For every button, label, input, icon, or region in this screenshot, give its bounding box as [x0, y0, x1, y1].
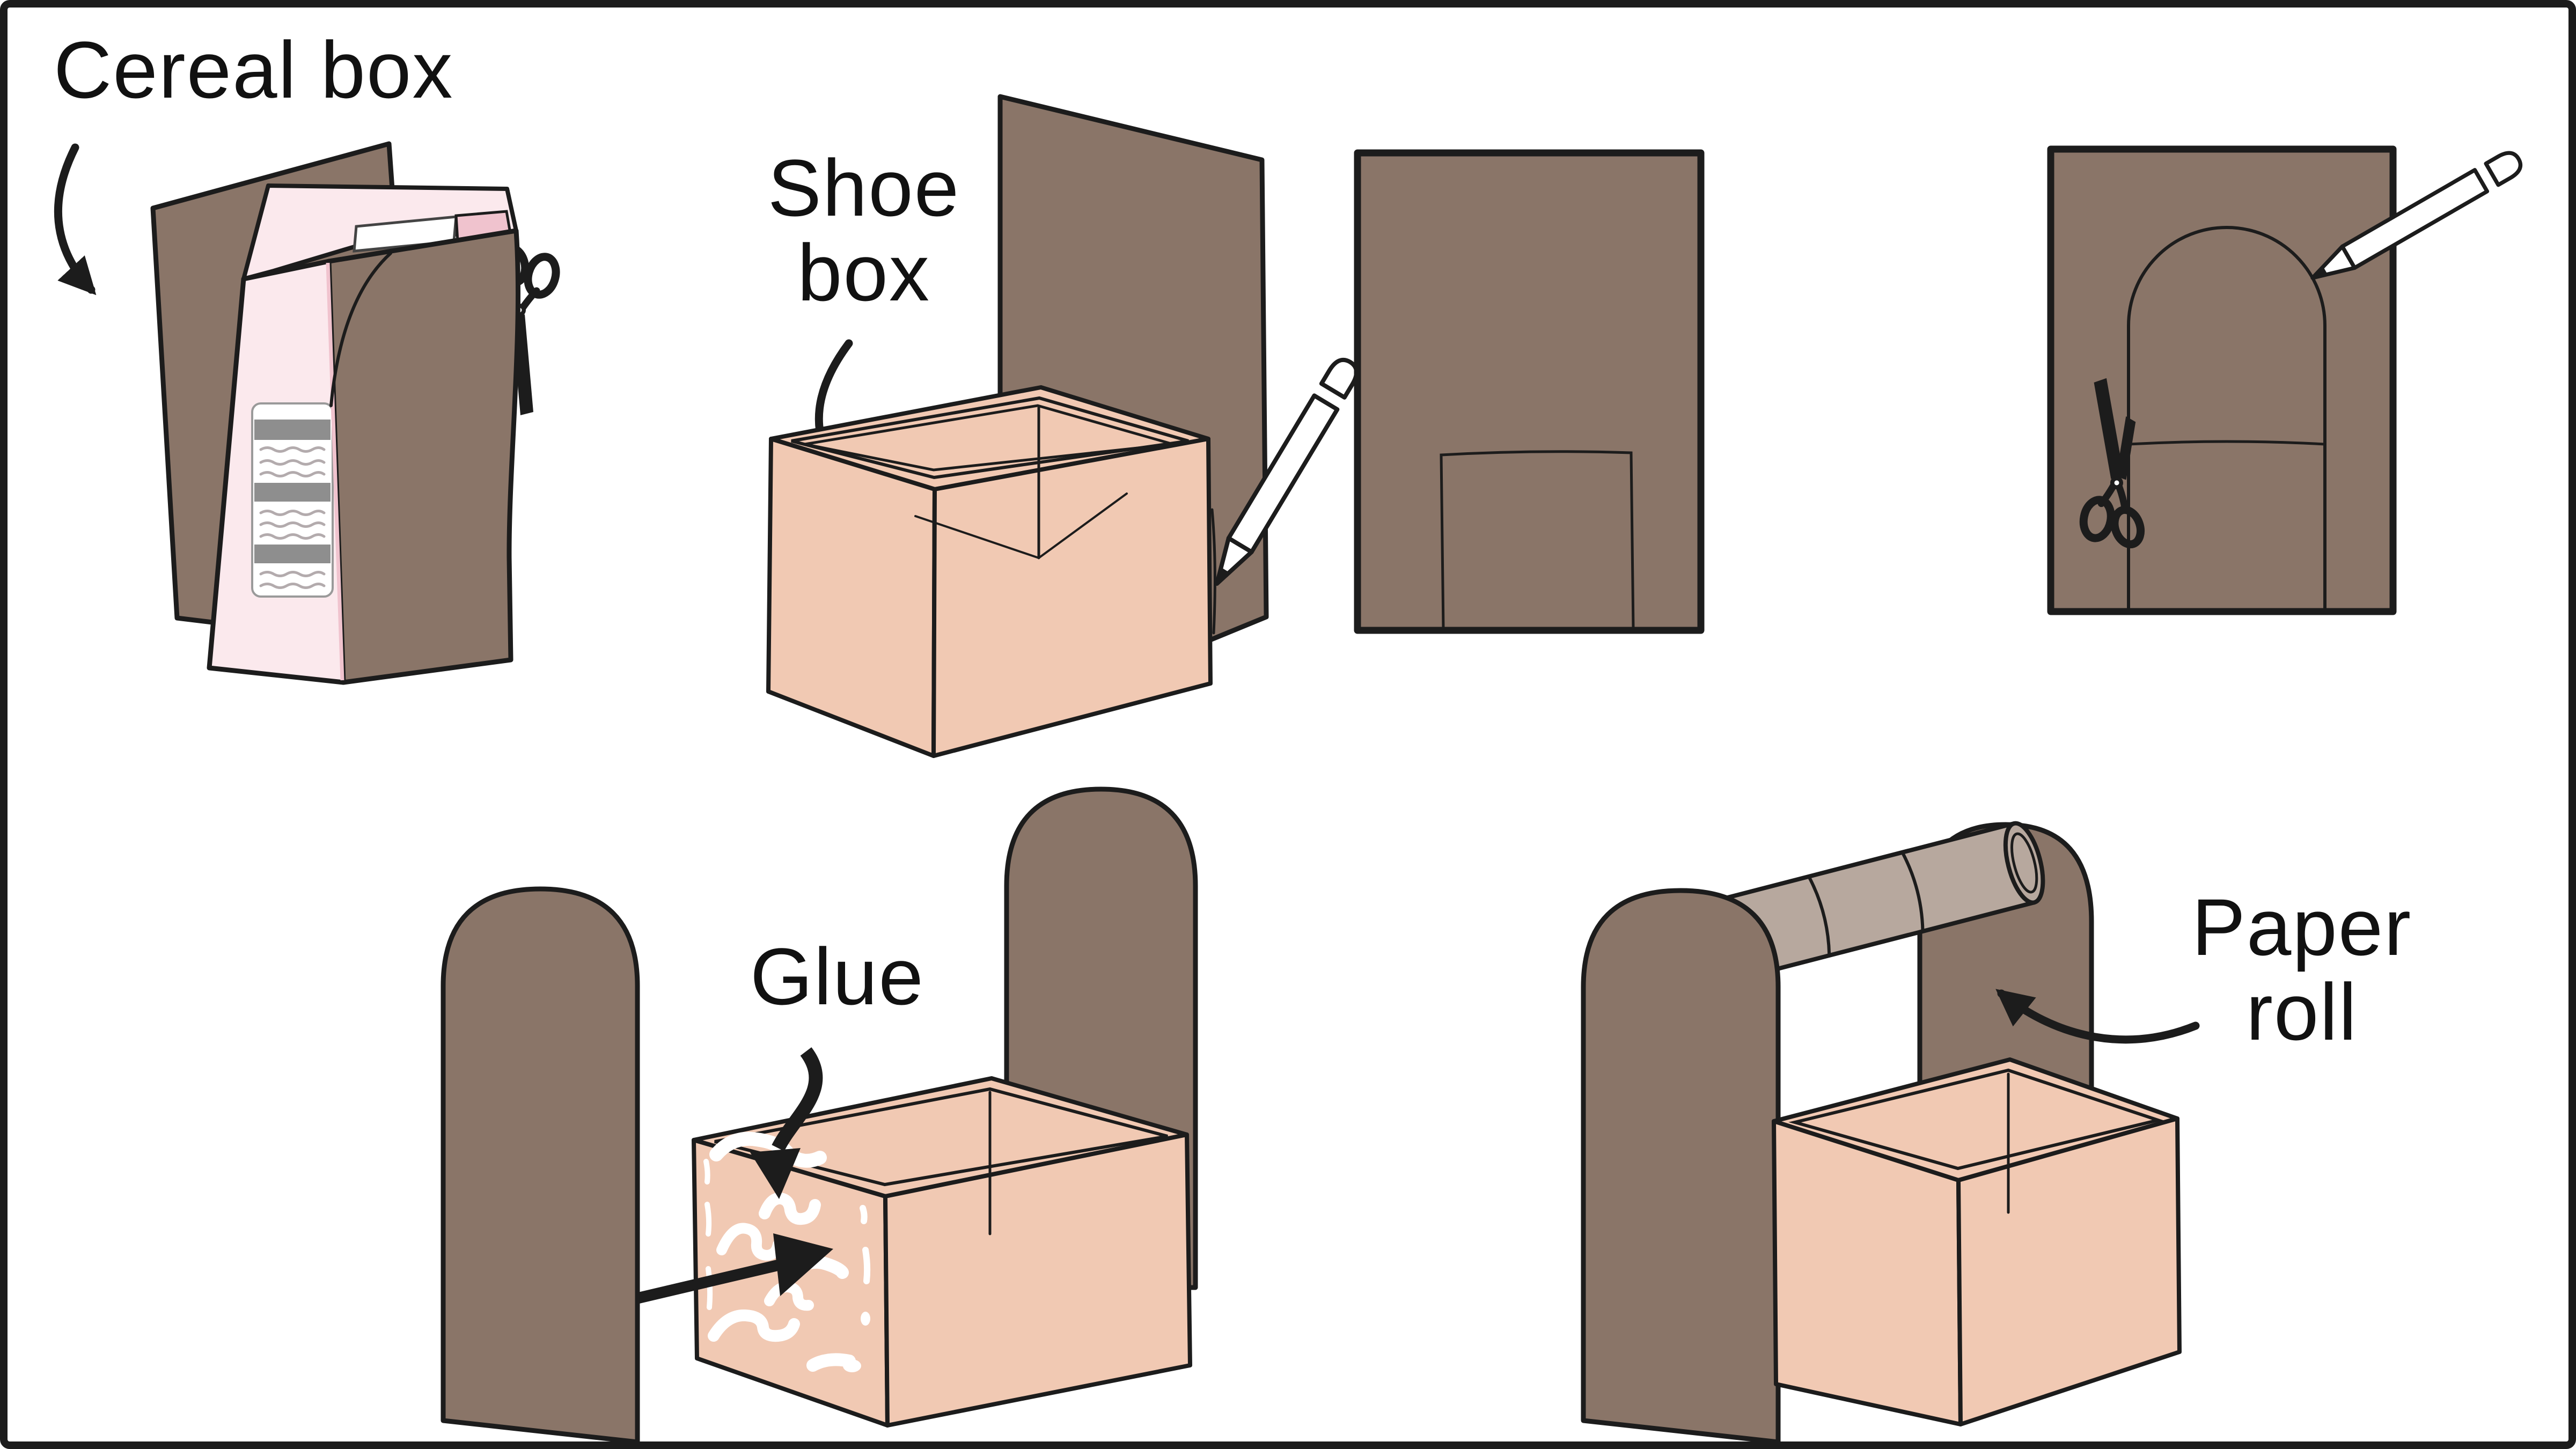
glue-arrowhead — [750, 1148, 801, 1199]
box-lip — [1788, 1068, 2164, 1171]
box-right-face — [883, 1132, 1192, 1428]
arch-box-line — [2127, 440, 2327, 446]
attach-arrowhead — [773, 1233, 833, 1296]
label-arrow-paper-roll — [1995, 989, 2200, 1044]
traced-edge-line — [1210, 508, 1216, 635]
glue-label: Glue — [750, 931, 924, 1021]
box-lip-outer — [791, 396, 1189, 480]
attach-arrow-shaft — [636, 1258, 785, 1304]
step-cut-cereal-box — [54, 141, 560, 685]
arch-piece-left — [441, 886, 640, 1445]
box-lip — [714, 1087, 1168, 1187]
nutrition-label — [251, 402, 334, 598]
box-floor-right — [1038, 492, 1128, 559]
step-draw-arch — [2047, 145, 2525, 615]
caddy-box — [1772, 1057, 2182, 1426]
cereal-box-front-panel — [326, 228, 521, 685]
box-right-face — [1956, 1116, 2182, 1426]
label-arrow-glue — [772, 1047, 823, 1152]
paper-roll-label: Paper roll — [2191, 882, 2412, 1057]
box-right-face — [931, 437, 1213, 758]
cardboard-sheet — [1354, 149, 1705, 634]
arch-outline — [2127, 226, 2327, 613]
shoe-box — [766, 385, 1213, 758]
label-arrow-cereal — [54, 143, 97, 296]
step-finished-caddy — [1581, 821, 2200, 1445]
box-lip-inner — [804, 404, 1173, 472]
cut-curve — [329, 252, 392, 407]
step-glue-arches — [441, 786, 1198, 1445]
box-front-face — [766, 437, 937, 758]
step-traced-rectangle — [1354, 149, 1705, 634]
box-floor-left — [914, 515, 1040, 559]
shoe-box-label: Shoe box — [767, 143, 960, 318]
paper-roll-tube — [1697, 821, 2045, 986]
panel-edge-sliver — [326, 262, 344, 681]
step-trace-shoe-box — [766, 94, 1362, 758]
traced-rectangle — [1440, 450, 1635, 630]
arch-left — [1581, 888, 1781, 1445]
cereal-box-label: Cereal box — [54, 25, 454, 115]
